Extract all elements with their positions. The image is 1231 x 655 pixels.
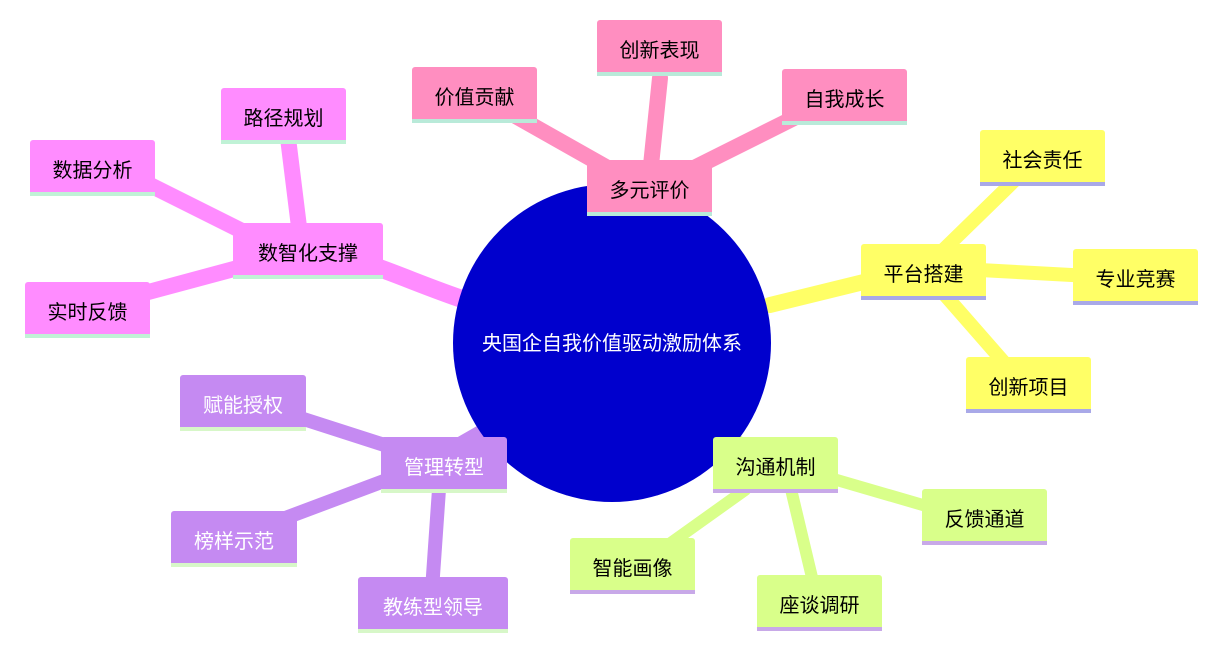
branch-node-communication: 沟通机制 — [713, 437, 838, 493]
leaf-label: 座谈调研 — [779, 592, 860, 617]
leaf-label: 创新表现 — [619, 37, 700, 62]
leaf-label: 实时反馈 — [47, 299, 128, 324]
leaf-label: 榜样示范 — [194, 528, 274, 553]
leaf-label: 数据分析 — [52, 157, 133, 182]
branch-label: 平台搭建 — [883, 261, 964, 286]
leaf-label: 教练型领导 — [383, 594, 483, 619]
leaf-node-empowerment: 赋能授权 — [180, 375, 306, 431]
leaf-node-smart-portrait: 智能画像 — [570, 538, 695, 594]
branch-label: 数智化支撑 — [258, 240, 358, 265]
branch-label: 多元评价 — [609, 177, 690, 202]
leaf-node-innovation: 创新表现 — [597, 20, 722, 76]
leaf-label: 社会责任 — [1002, 147, 1083, 172]
branch-label: 沟通机制 — [735, 454, 816, 479]
edge-communication-symposium — [784, 479, 821, 596]
leaf-node-role-model: 榜样示范 — [171, 511, 297, 567]
central-topic-label: 央国企自我价值驱动激励体系 — [482, 331, 742, 355]
branch-label: 管理转型 — [404, 454, 484, 479]
leaf-node-feedback-channel: 反馈通道 — [922, 489, 1047, 545]
branch-node-digital: 数智化支撑 — [233, 223, 383, 279]
leaf-node-coaching-leadership: 教练型领导 — [358, 577, 508, 633]
leaf-node-path-planning: 路径规划 — [221, 88, 346, 144]
edge-communication-feedback — [824, 472, 946, 516]
edge-digital-path — [279, 122, 308, 243]
leaf-label: 价值贡献 — [434, 84, 515, 109]
leaf-label: 反馈通道 — [944, 506, 1025, 531]
leaf-label: 专业竞赛 — [1095, 266, 1176, 291]
leaf-node-data-analysis: 数据分析 — [30, 140, 155, 196]
leaf-label: 创新项目 — [988, 374, 1069, 399]
leaf-node-symposium: 座谈调研 — [757, 575, 882, 631]
leaf-node-innovation-project: 创新项目 — [966, 357, 1091, 413]
leaf-label: 自我成长 — [804, 86, 885, 111]
branch-node-evaluation: 多元评价 — [587, 160, 712, 216]
leaf-label: 智能画像 — [592, 555, 673, 580]
edge-platform-competition — [973, 263, 1097, 283]
branch-node-platform: 平台搭建 — [861, 244, 986, 300]
edge-management-coach — [425, 468, 447, 597]
leaf-node-realtime-feedback: 实时反馈 — [25, 282, 150, 338]
leaf-node-competition: 专业竞赛 — [1073, 249, 1198, 305]
branch-node-management: 管理转型 — [381, 437, 507, 493]
leaf-node-value-contribution: 价值贡献 — [412, 67, 537, 123]
edge-evaluation-innovation — [642, 70, 668, 183]
leaf-node-self-growth: 自我成长 — [782, 69, 907, 125]
leaf-node-social-responsibility: 社会责任 — [980, 130, 1105, 186]
leaf-label: 赋能授权 — [203, 392, 283, 417]
leaf-label: 路径规划 — [243, 105, 324, 130]
